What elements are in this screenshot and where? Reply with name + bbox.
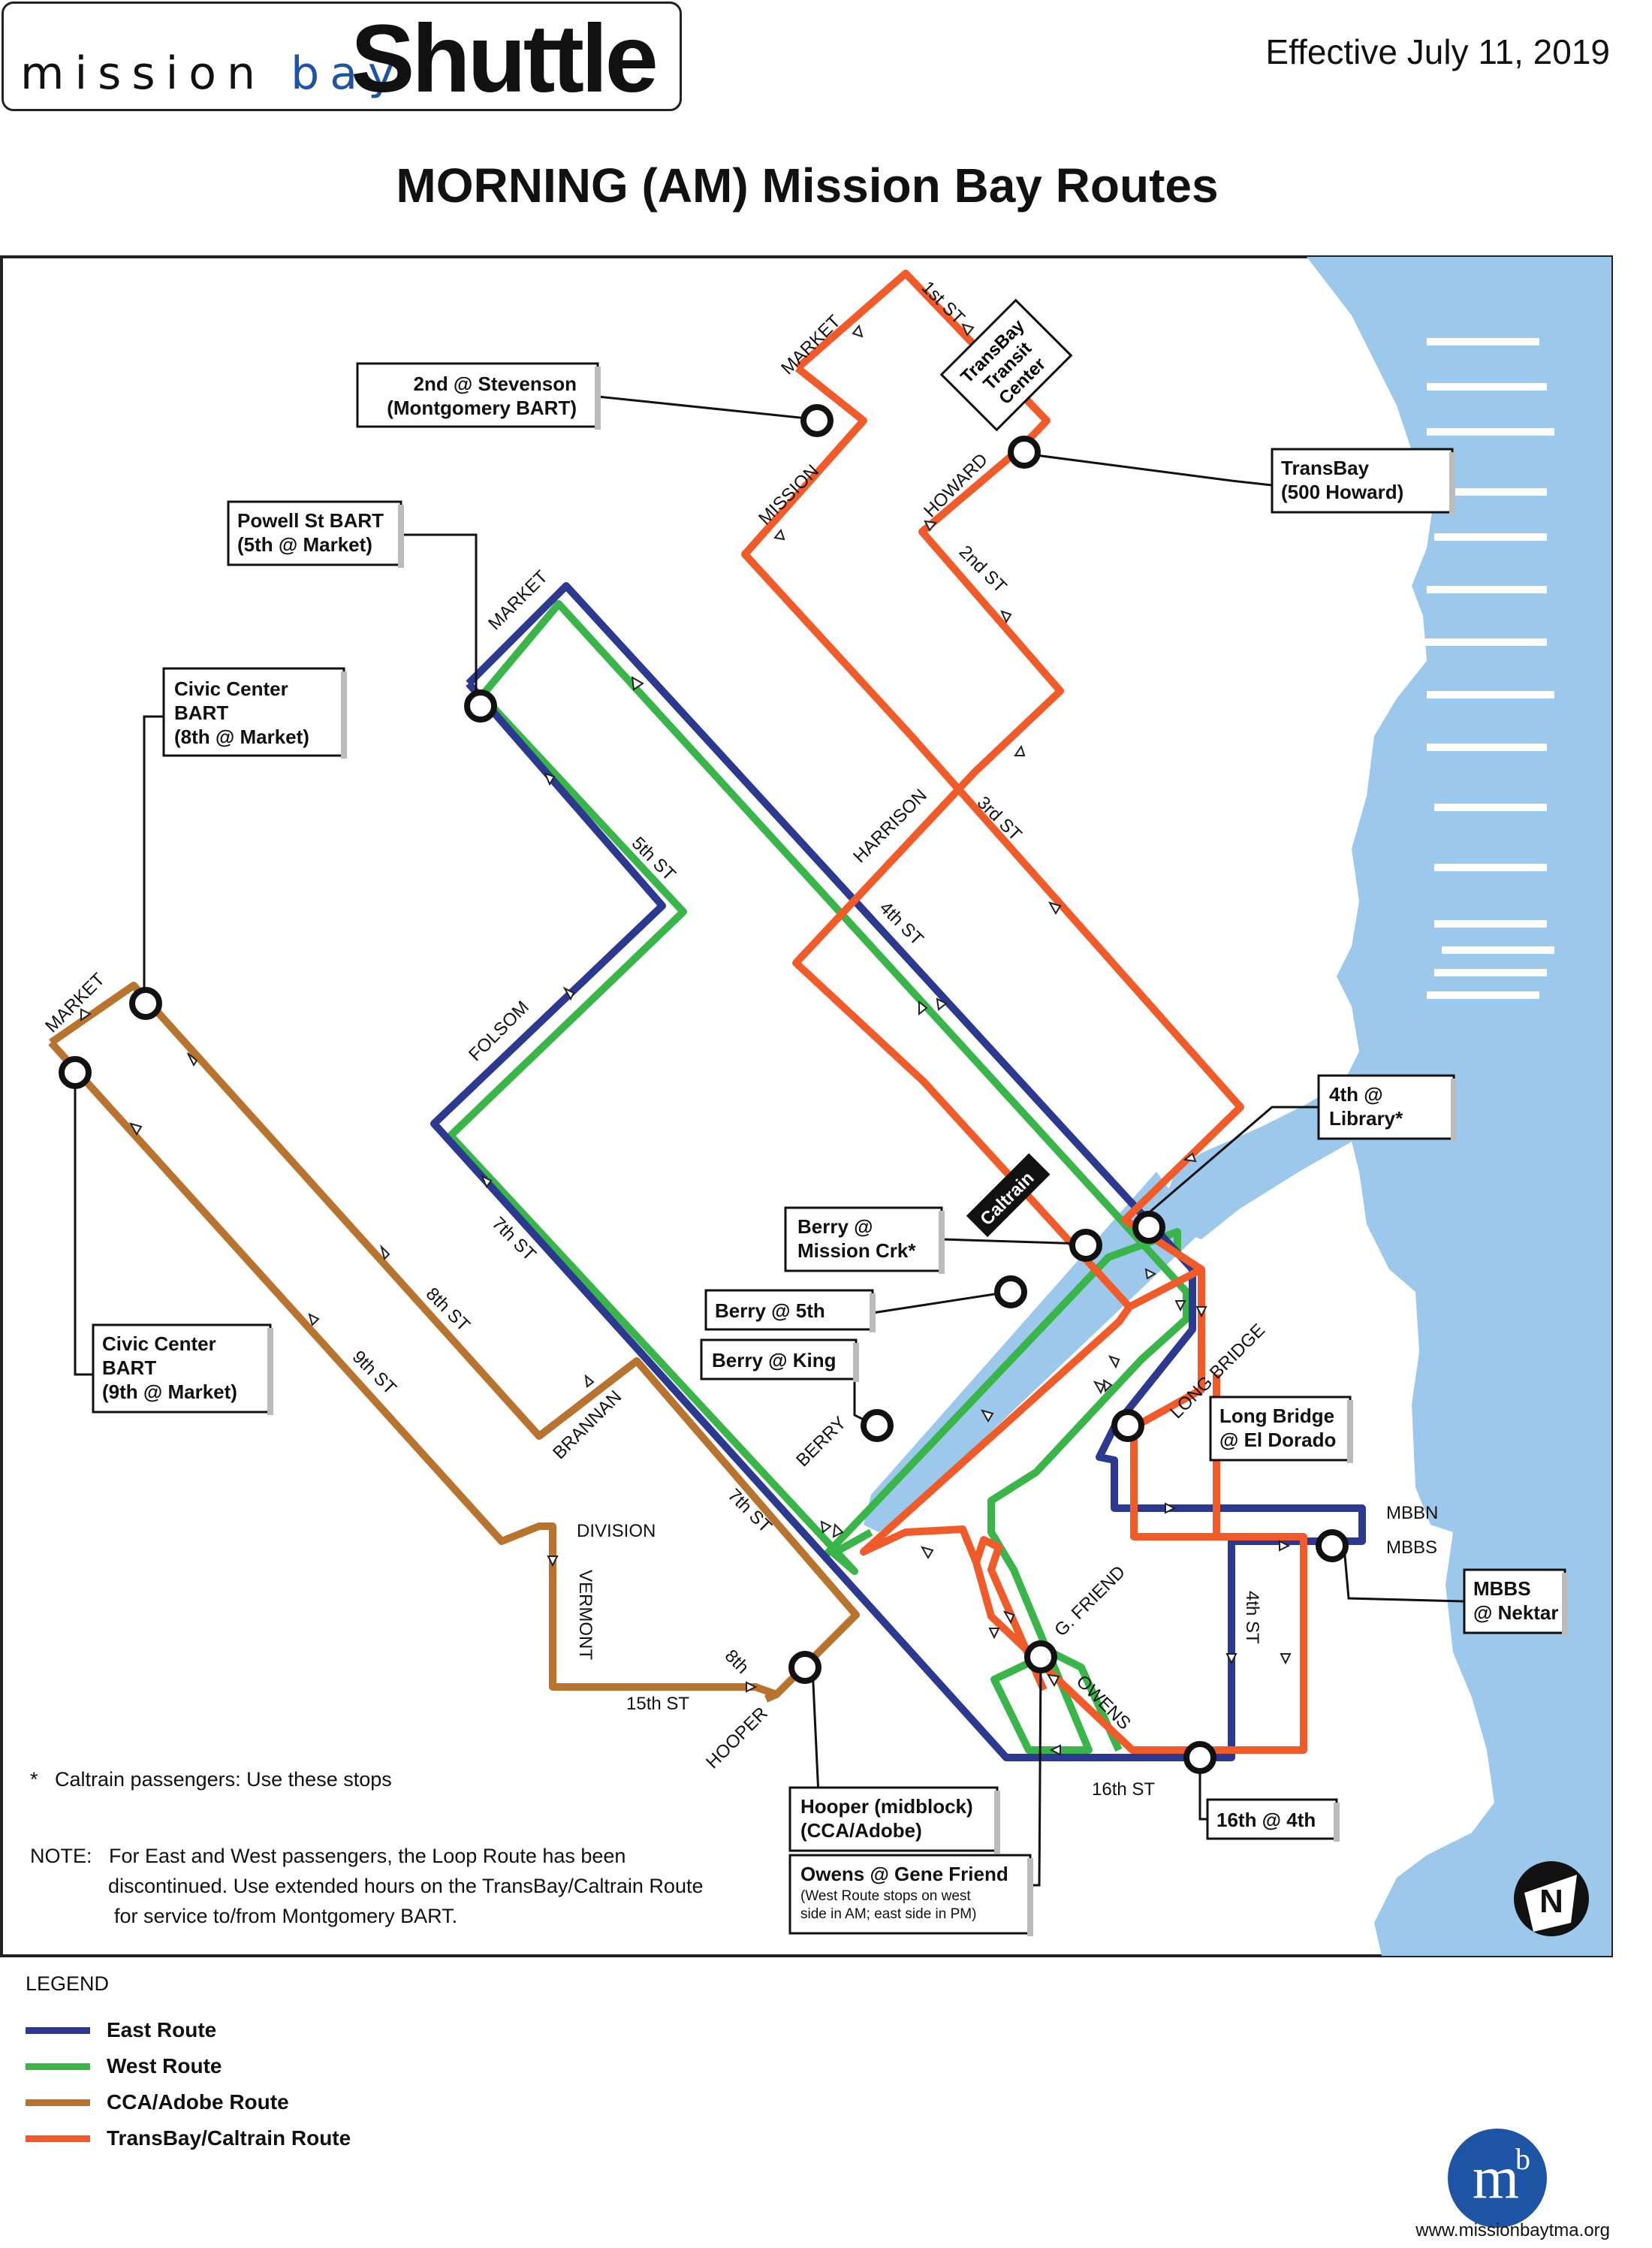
- stop-markers: [59, 404, 1349, 1774]
- note-line-3: for service to/from Montgomery BART.: [114, 1905, 457, 1927]
- transbay-caltrain-route: [741, 270, 1307, 1754]
- logo-word-mission: mission: [20, 47, 267, 100]
- legend-item-transbay: TransBay/Caltrain Route: [26, 2120, 351, 2156]
- street-16th-st: 16th ST: [1092, 1779, 1155, 1800]
- svg-text:(West Route stops on west: (West Route stops on west: [800, 1888, 971, 1904]
- svg-text:Mission Crk*: Mission Crk*: [797, 1239, 916, 1262]
- stop-label-16th-4th: 16th @ 4th: [1206, 1798, 1340, 1842]
- stop-marker-powell: [464, 689, 497, 723]
- stop-marker-civic8: [129, 987, 162, 1020]
- street-mbbs: MBBS: [1386, 1537, 1437, 1558]
- logo-word-bay: bay: [291, 47, 405, 100]
- stop-marker-hooper: [788, 1651, 821, 1684]
- legend: LEGEND East Route West Route CCA/Adobe R…: [26, 1972, 351, 2156]
- caltrain-footnote: * Caltrain passengers: Use these stops: [30, 1768, 392, 1791]
- stop-label-berry-mission: Berry @ Mission Crk*: [784, 1206, 945, 1274]
- stop-marker-berry5: [994, 1275, 1027, 1308]
- svg-text:BART: BART: [174, 702, 228, 724]
- svg-text:Civic Center: Civic Center: [174, 677, 288, 700]
- east-route: [430, 582, 1366, 1761]
- mission-bay-shuttle-logo: mission bay Shuttle: [2, 2, 682, 113]
- note-line-2: discontinued. Use extended hours on the …: [108, 1875, 703, 1897]
- direction-arrows: [80, 323, 1292, 1756]
- stop-marker-mbbs: [1316, 1529, 1349, 1562]
- compass-north-icon: N: [1514, 1861, 1589, 1936]
- mission-bay-tma-logo-icon: m b: [1448, 2129, 1547, 2228]
- stop-label-berry-king: Berry @ King: [700, 1338, 859, 1382]
- svg-text:(8th @ Market): (8th @ Market): [174, 726, 309, 748]
- stop-marker-stevenson: [800, 404, 834, 437]
- stop-label-berry5: Berry @ 5th: [704, 1289, 876, 1332]
- svg-text:(Montgomery BART): (Montgomery BART): [387, 397, 577, 419]
- svg-text:16th @ 4th: 16th @ 4th: [1216, 1809, 1316, 1831]
- stop-marker-library: [1132, 1211, 1165, 1244]
- stop-label-stevenson: 2nd @ Stevenson (Montgomery BART): [356, 362, 601, 430]
- svg-text:(9th @ Market): (9th @ Market): [102, 1380, 237, 1403]
- svg-text:TransBay: TransBay: [1281, 457, 1370, 479]
- stop-label-long-bridge: Long Bridge @ El Dorado: [1209, 1396, 1353, 1463]
- stop-label-transbay: TransBay (500 Howard): [1271, 448, 1455, 515]
- svg-text:2nd @ Stevenson: 2nd @ Stevenson: [413, 373, 577, 395]
- svg-text:Powell St BART: Powell St BART: [237, 509, 384, 532]
- stop-marker-transbay: [1008, 436, 1041, 469]
- stop-marker-berry-mission: [1069, 1229, 1102, 1262]
- svg-text:Berry @ 5th: Berry @ 5th: [715, 1299, 825, 1322]
- cca-adobe-route: [48, 982, 860, 1703]
- legend-item-west: West Route: [26, 2048, 351, 2084]
- svg-text:(500 Howard): (500 Howard): [1281, 481, 1403, 503]
- street-mbbn: MBBN: [1386, 1503, 1438, 1523]
- svg-text:Long Bridge: Long Bridge: [1219, 1405, 1334, 1427]
- svg-text:MBBS: MBBS: [1473, 1577, 1531, 1600]
- svg-text:Owens @ Gene Friend: Owens @ Gene Friend: [800, 1863, 1008, 1885]
- website-url: www.missionbaytma.org: [1415, 2220, 1610, 2240]
- transbay-transit-center-box: TransBay Transit Center: [939, 298, 1073, 432]
- svg-text:Berry @ King: Berry @ King: [712, 1349, 837, 1371]
- stop-label-mbbs-nektar: MBBS @ Nektar: [1463, 1568, 1568, 1636]
- stop-marker-civic9: [59, 1056, 92, 1089]
- stop-label-powell: Powell St BART (5th @ Market): [227, 500, 404, 568]
- stop-marker-owens: [1024, 1640, 1057, 1673]
- svg-text:BART: BART: [102, 1356, 156, 1379]
- legend-swatch-west: [26, 2062, 90, 2070]
- effective-date: Effective July 11, 2019: [1265, 32, 1610, 71]
- legend-swatch-cca-adobe: [26, 2099, 90, 2106]
- svg-text:(5th @ Market): (5th @ Market): [237, 533, 372, 556]
- svg-text:side in AM; east side in PM): side in AM; east side in PM): [800, 1906, 976, 1922]
- stop-marker-16th-4th: [1183, 1741, 1216, 1774]
- svg-text:Berry @: Berry @: [797, 1215, 873, 1238]
- stop-marker-long-bridge: [1111, 1409, 1144, 1442]
- route-map: 1st ST MARKET MISSION HOWARD 2nd ST MARK…: [0, 255, 1613, 1957]
- legend-title: LEGEND: [26, 1972, 110, 1995]
- svg-text:N: N: [1539, 1883, 1563, 1920]
- page-title: MORNING (AM) Mission Bay Routes: [396, 158, 1219, 213]
- svg-text:Hooper (midblock): Hooper (midblock): [800, 1795, 973, 1818]
- street-vermont: VERMONT: [575, 1570, 595, 1660]
- stop-label-civic8: Civic Center BART (8th @ Market): [162, 667, 347, 759]
- svg-text:(CCA/Adobe): (CCA/Adobe): [800, 1819, 922, 1842]
- logo-word-shuttle: Shuttle: [351, 5, 659, 113]
- legend-item-east: East Route: [26, 2012, 351, 2048]
- svg-text:m: m: [1473, 2145, 1519, 2211]
- street-4th-st-lower: 4th ST: [1242, 1591, 1262, 1644]
- stop-label-library: 4th @ Library*: [1317, 1074, 1457, 1142]
- stop-label-civic9: Civic Center BART (9th @ Market): [92, 1323, 273, 1415]
- street-division: DIVISION: [577, 1521, 656, 1541]
- svg-text:@ Nektar: @ Nektar: [1473, 1601, 1559, 1624]
- stop-label-hooper: Hooper (midblock) (CCA/Adobe): [788, 1786, 1000, 1854]
- legend-item-cca-adobe: CCA/Adobe Route: [26, 2084, 351, 2120]
- svg-text:4th @: 4th @: [1329, 1083, 1383, 1106]
- street-15th-st: 15th ST: [626, 1694, 689, 1714]
- svg-text:@ El Dorado: @ El Dorado: [1219, 1429, 1336, 1451]
- legend-swatch-transbay: [26, 2135, 90, 2142]
- stop-marker-berry-king: [861, 1409, 894, 1442]
- svg-text:b: b: [1515, 2142, 1530, 2176]
- stop-label-owens: Owens @ Gene Friend (West Route stops on…: [788, 1854, 1033, 1936]
- svg-text:Library*: Library*: [1329, 1107, 1403, 1130]
- note-line-1: NOTE: For East and West passengers, the …: [30, 1845, 626, 1867]
- legend-swatch-east: [26, 2026, 90, 2034]
- svg-text:Civic Center: Civic Center: [102, 1332, 216, 1355]
